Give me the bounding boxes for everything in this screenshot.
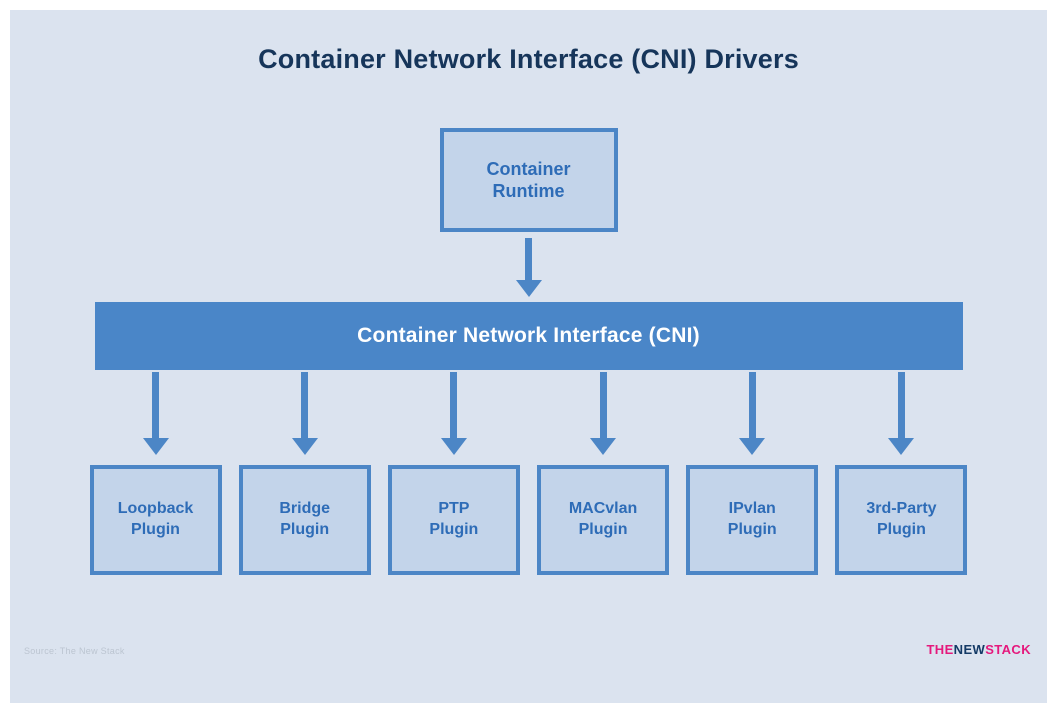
arrow-down-icon	[739, 372, 766, 455]
arrow-head	[739, 438, 766, 455]
plugin-box-3rd-party: 3rd-Party Plugin	[835, 465, 968, 575]
plugin-box-macvlan: MACvlan Plugin	[537, 465, 670, 575]
plugin-label-line2: Plugin	[280, 521, 330, 538]
arrow-shaft	[152, 372, 159, 438]
plugin-box-bridge: Bridge Plugin	[238, 465, 371, 575]
arrow-cell	[686, 372, 818, 455]
plugin-label-line2: Plugin	[578, 521, 628, 538]
cni-bar: Container Network Interface (CNI)	[94, 302, 963, 370]
plugin-label-line1: Bridge	[279, 500, 331, 518]
container-runtime-label-line2: Runtime	[492, 181, 565, 201]
plugin-label-line1: MACvlan	[568, 500, 638, 518]
plugin-box-ipvlan: IPvlan Plugin	[686, 465, 819, 575]
logo-part-stack: STACK	[985, 642, 1031, 657]
arrow-shaft	[599, 372, 607, 438]
cni-to-plugins-arrows	[90, 372, 968, 455]
plugin-label-line2: Plugin	[131, 521, 180, 538]
logo-part-the: THE	[926, 642, 954, 657]
plugin-label-line2: Plugin	[876, 521, 926, 538]
plugin-label-line2: Plugin	[429, 521, 479, 538]
arrow-head	[440, 438, 467, 455]
arrow-head	[515, 280, 542, 297]
thenewstack-logo: THENEWSTACK	[926, 642, 1031, 657]
arrow-head	[590, 438, 617, 455]
arrow-shaft	[301, 372, 309, 438]
diagram-title: Container Network Interface (CNI) Driver…	[258, 44, 799, 74]
arrow-cell	[835, 372, 967, 455]
arrow-cell	[90, 372, 222, 455]
plugin-label-line1: 3rd-Party	[866, 500, 937, 518]
arrow-shaft	[897, 372, 905, 438]
footer-attribution: Source: The New Stack	[24, 646, 125, 656]
arrow-head	[888, 438, 915, 455]
arrow-down-icon	[590, 372, 617, 455]
arrow-shaft	[525, 238, 532, 280]
arrow-down-icon	[291, 372, 318, 455]
arrow-down-icon	[142, 372, 169, 455]
arrow-shaft	[748, 372, 756, 438]
diagram-panel: Container Network Interface (CNI) Driver…	[10, 10, 1047, 703]
logo-part-new: NEW	[953, 642, 986, 657]
arrow-down-icon	[515, 238, 542, 297]
container-runtime-label-line1: Container	[486, 158, 571, 179]
arrow-down-icon	[888, 372, 915, 455]
cni-bar-label: Container Network Interface (CNI)	[357, 324, 700, 347]
plugin-box-loopback: Loopback Plugin	[89, 465, 222, 575]
plugin-label-line1: IPvlan	[728, 500, 776, 518]
arrow-cell	[537, 372, 669, 455]
plugin-row: Loopback Plugin Bridge Plugin PTP Plugin…	[89, 465, 968, 575]
plugin-label-line1: PTP	[438, 500, 470, 518]
container-runtime-box: Container Runtime	[439, 128, 618, 232]
arrow-shaft	[450, 372, 458, 438]
plugin-label-line2: Plugin	[727, 521, 777, 538]
arrow-down-icon	[440, 372, 467, 455]
plugin-label-line1: Loopback	[117, 500, 194, 518]
arrow-head	[142, 438, 169, 455]
arrow-cell	[388, 372, 520, 455]
plugin-box-ptp: PTP Plugin	[387, 465, 520, 575]
arrow-head	[291, 438, 318, 455]
arrow-cell	[239, 372, 371, 455]
